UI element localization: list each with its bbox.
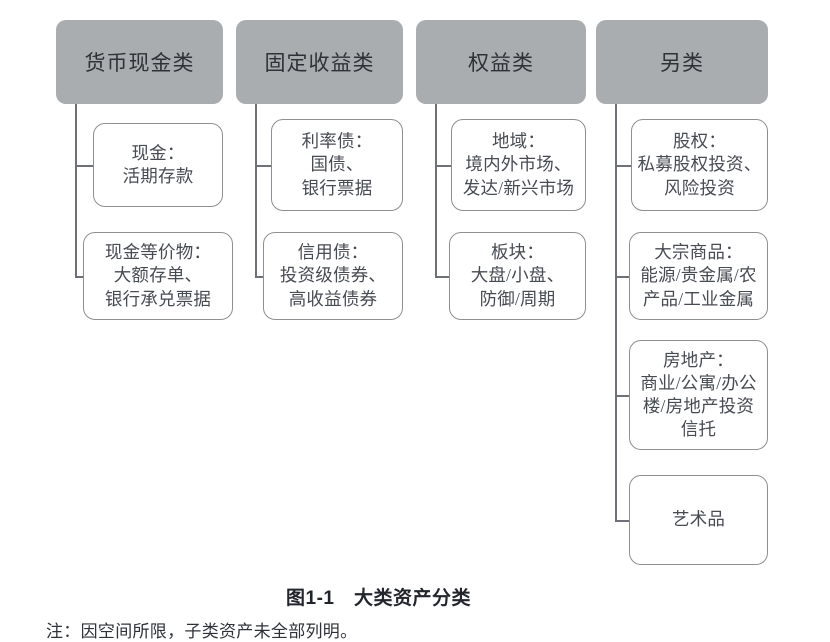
connector-stub-alternative-2 — [615, 276, 632, 278]
subcategory-label-fixed-income-1: 利率债： 国债、 银行票据 — [301, 131, 373, 198]
subcategory-box-cash-2: 现金等价物： 大额存单、 银行承兑票据 — [83, 232, 233, 320]
category-header-alternative-label: 另类 — [660, 51, 704, 75]
connector-stub-equity-2 — [435, 276, 452, 278]
connector-trunk-fixed-income — [255, 104, 257, 276]
subcategory-label-alternative-1: 股权： 私募股权投资、 风险投资 — [637, 131, 762, 198]
subcategory-box-fixed-income-2: 信用债： 投资级债券、 高收益债券 — [263, 232, 403, 320]
subcategory-box-equity-2: 板块： 大盘/小盘、 防御/周期 — [449, 232, 586, 320]
category-header-alternative: 另类 — [596, 20, 768, 104]
category-header-cash: 货币现金类 — [56, 20, 223, 104]
category-header-cash-label: 货币现金类 — [84, 51, 195, 75]
subcategory-box-fixed-income-1: 利率债： 国债、 银行票据 — [271, 119, 403, 211]
subcategory-box-cash-1: 现金： 活期存款 — [93, 123, 223, 207]
subcategory-box-equity-1: 地域： 境内外市场、 发达/新兴市场 — [451, 119, 586, 211]
category-header-equity-label: 权益类 — [468, 51, 534, 75]
subcategory-label-equity-1: 地域： 境内外市场、 发达/新兴市场 — [462, 131, 575, 198]
subcategory-label-cash-2: 现金等价物： 大额存单、 银行承兑票据 — [104, 242, 212, 309]
subcategory-label-alternative-2: 大宗商品： 能源/贵金属/农 产品/工业金属 — [640, 242, 757, 309]
subcategory-label-alternative-4: 艺术品 — [671, 509, 726, 530]
subcategory-label-alternative-3: 房地产： 商业/公寓/办公 楼/房地产投资 信托 — [640, 349, 757, 440]
connector-trunk-cash — [75, 104, 77, 276]
subcategory-box-alternative-3: 房地产： 商业/公寓/办公 楼/房地产投资 信托 — [629, 340, 768, 450]
connector-stub-alternative-3 — [615, 395, 632, 397]
connector-stub-equity-1 — [435, 165, 452, 167]
subcategory-box-alternative-1: 股权： 私募股权投资、 风险投资 — [631, 119, 768, 211]
subcategory-label-cash-1: 现金： 活期存款 — [122, 142, 194, 186]
connector-stub-fixed-income-1 — [255, 165, 272, 167]
connector-stub-alternative-4 — [615, 520, 632, 522]
connector-stub-alternative-1 — [615, 165, 632, 167]
connector-trunk-equity — [435, 104, 437, 276]
subcategory-box-alternative-4: 艺术品 — [629, 475, 768, 565]
connector-trunk-alternative — [615, 104, 617, 521]
subcategory-box-alternative-2: 大宗商品： 能源/贵金属/农 产品/工业金属 — [629, 232, 768, 320]
connector-stub-cash-1 — [75, 165, 94, 167]
subcategory-label-fixed-income-2: 信用债： 投资级债券、 高收益债券 — [279, 242, 387, 309]
subcategory-label-equity-2: 板块： 大盘/小盘、 防御/周期 — [470, 242, 565, 309]
category-header-equity: 权益类 — [416, 20, 586, 104]
category-header-fixed-income-label: 固定收益类 — [264, 51, 375, 75]
figure-note: 注：因空间所限，子类资产未全部列明。 — [46, 622, 358, 641]
figure-caption: 图1-1 大类资产分类 — [286, 588, 471, 609]
category-header-fixed-income: 固定收益类 — [236, 20, 403, 104]
